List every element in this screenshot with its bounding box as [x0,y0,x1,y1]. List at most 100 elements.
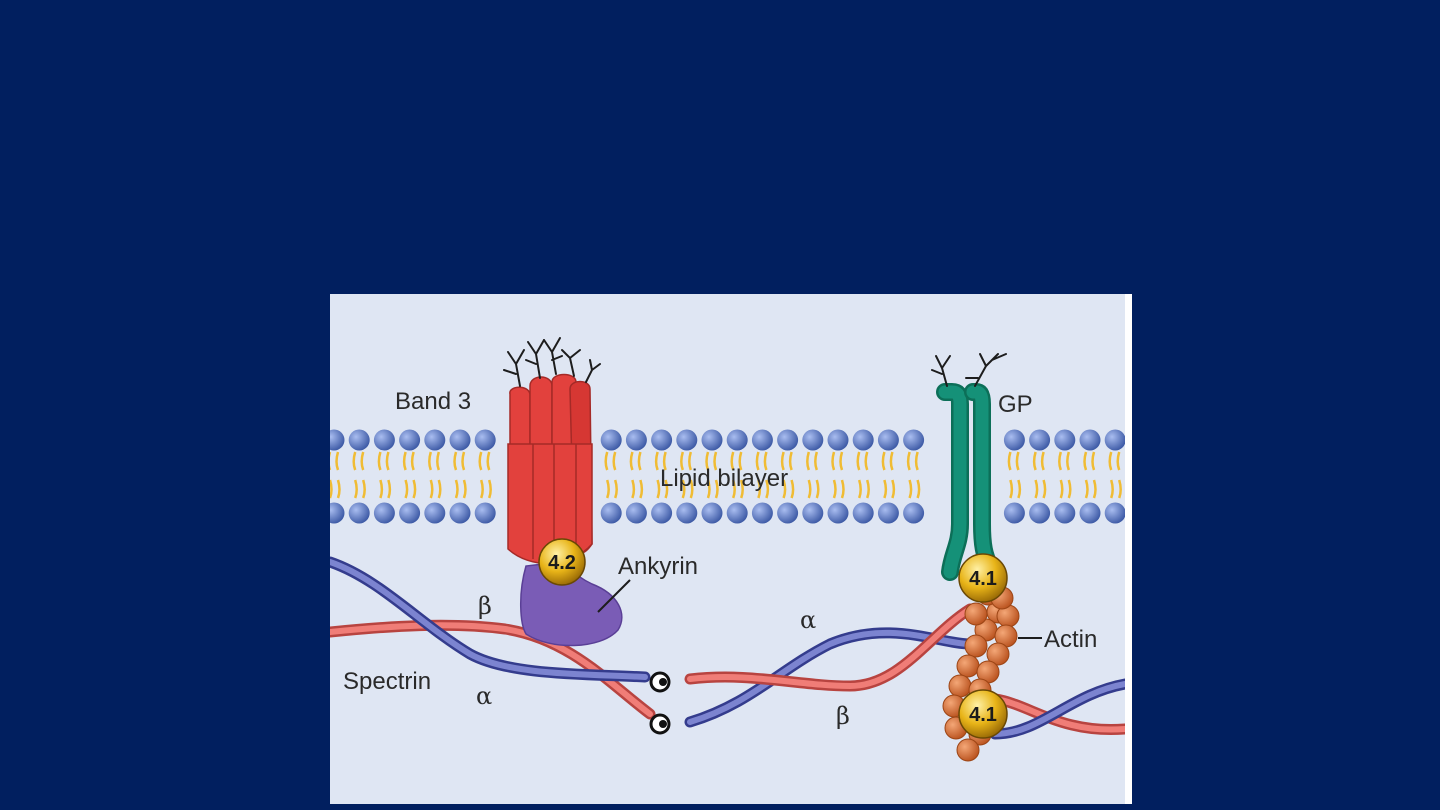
lipid-tail [1007,451,1014,499]
lipid-heads [330,429,1125,524]
lipid-tail [377,451,384,499]
lipid-tail [713,451,719,499]
lipid-tail [335,451,341,499]
lipid-head [701,502,723,524]
spectrin-alpha-right-label: α [800,606,816,634]
spectrin-strands [330,556,1125,740]
lipid-head [1029,502,1051,524]
gp-carbohydrate-chains [931,353,1007,387]
lipid-head [373,429,395,451]
lipid-tail [688,451,694,499]
lipid-tail [428,451,434,499]
lipid-tail [864,451,870,499]
lipid-head [449,429,471,451]
lipid-head [852,502,874,524]
lipid-tail [889,451,896,499]
lipid-bilayer-label: Lipid bilayer [660,465,788,492]
lipid-tail [604,451,610,499]
lipid-head [330,502,345,524]
lipid-tail [1108,451,1114,499]
lipid-tail [856,451,862,499]
lipid-tails [330,451,1122,499]
spectrin-beta-right-label: β [836,702,850,730]
lipid-tail [881,451,888,499]
lipid-tail [788,451,795,499]
lipid-head [474,502,496,524]
lipid-tail [705,451,711,499]
lipid-head [330,429,345,451]
badge-4-2-text: 4.2 [548,552,576,574]
lipid-tail [478,451,484,499]
lipid-head [751,502,773,524]
band3-carbohydrate-chains [503,337,601,387]
band3-protein [507,373,593,565]
lipid-tail [680,451,686,499]
lipid-tail [436,451,442,499]
badge-4-1-top-text: 4.1 [969,568,997,590]
lipid-tail [654,451,661,499]
lipid-head [676,502,698,524]
actin-bead [956,654,980,678]
lipid-tail [914,451,921,499]
lipid-head [777,429,799,451]
lipid-tail [806,451,812,499]
actin-label: Actin [1044,626,1097,653]
actin-bead [964,602,988,626]
actin-bead [986,642,1010,666]
spectrin-label: Spectrin [343,668,431,695]
lipid-head [802,502,824,524]
lipid-head [348,429,370,451]
lipid-tail [461,451,467,499]
lipid-head [474,429,496,451]
lipid-head [373,502,395,524]
lipid-head [1079,429,1101,451]
lipid-head [827,429,849,451]
lipid-head [399,429,421,451]
lipid-head [600,502,622,524]
lipid-tail [839,451,845,499]
lipid-tail [1091,451,1097,499]
lipid-tail [755,451,762,499]
lipid-head [726,502,748,524]
lipid-tail [1040,451,1047,499]
lipid-head [399,502,421,524]
actin-bead [948,674,972,698]
badge-4-1-bottom: 4.1 [958,689,1008,739]
lipid-head [852,429,874,451]
lipid-tail [1058,451,1064,499]
lipid-tail [831,451,837,499]
lipid-tail [780,451,787,499]
spectrin-junctions [649,671,671,735]
ankyrin-label: Ankyrin [618,553,698,580]
lipid-head [424,502,446,524]
lipid-head [877,429,899,451]
lipid-tail [1032,451,1039,499]
lipid-tail [410,451,417,499]
lipid-head [827,502,849,524]
lipid-head [1003,429,1025,451]
lipid-head [903,429,925,451]
spectrin-alpha-left-label: α [476,682,492,710]
lipid-head [701,429,723,451]
lipid-head [1079,502,1101,524]
lipid-tail [763,451,770,499]
lipid-tail [1015,451,1022,499]
lipid-tail [662,451,669,499]
lipid-head [777,502,799,524]
lipid-head [1104,502,1125,524]
lipid-head [449,502,471,524]
lipid-head [651,502,673,524]
lipid-tail [738,451,744,499]
lipid-tail [1116,451,1122,499]
lipid-head [1029,429,1051,451]
lipid-head [348,502,370,524]
lipid-tail [637,451,644,499]
lipid-head [651,429,673,451]
lipid-tail [486,451,492,499]
lipid-head [424,429,446,451]
lipid-head [1054,429,1076,451]
badge-4-1-top: 4.1 [958,553,1008,603]
gp-label: GP [998,391,1033,418]
band3-label: Band 3 [395,388,471,415]
